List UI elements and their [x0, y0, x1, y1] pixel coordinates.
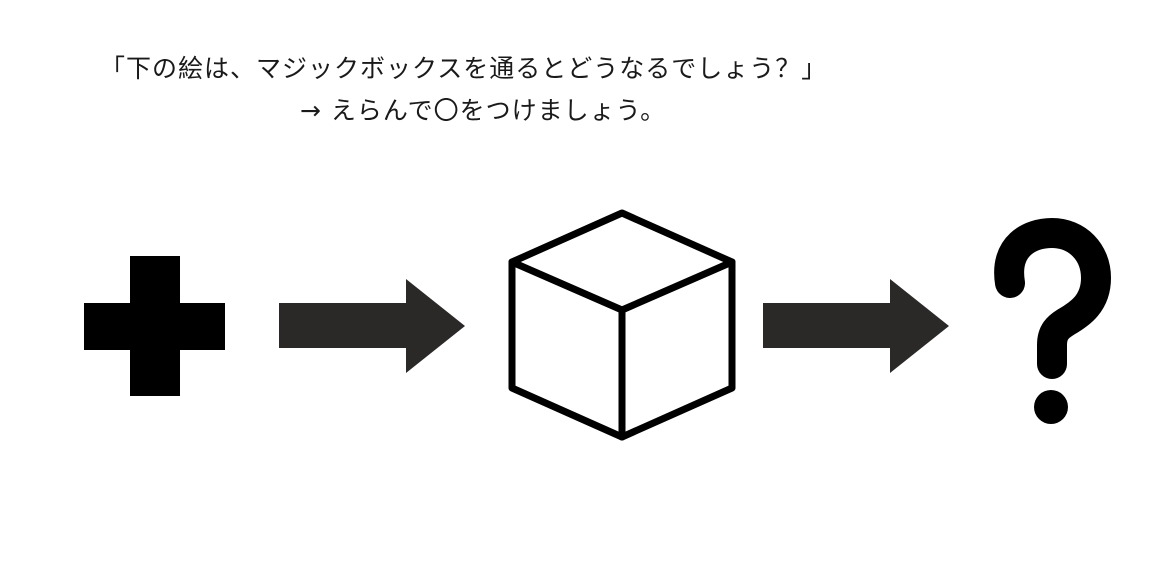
- cube-icon: [508, 209, 736, 441]
- right-arrow-icon: [279, 279, 465, 373]
- question-mark-icon: [994, 218, 1111, 424]
- question-text: 「下の絵は、マジックボックスを通るとどうなるでしょう？」: [100, 54, 828, 83]
- right-arrow-icon: [763, 279, 949, 373]
- instruction-text: → えらんで〇をつけましょう。: [300, 96, 667, 125]
- plus-icon: [84, 256, 225, 396]
